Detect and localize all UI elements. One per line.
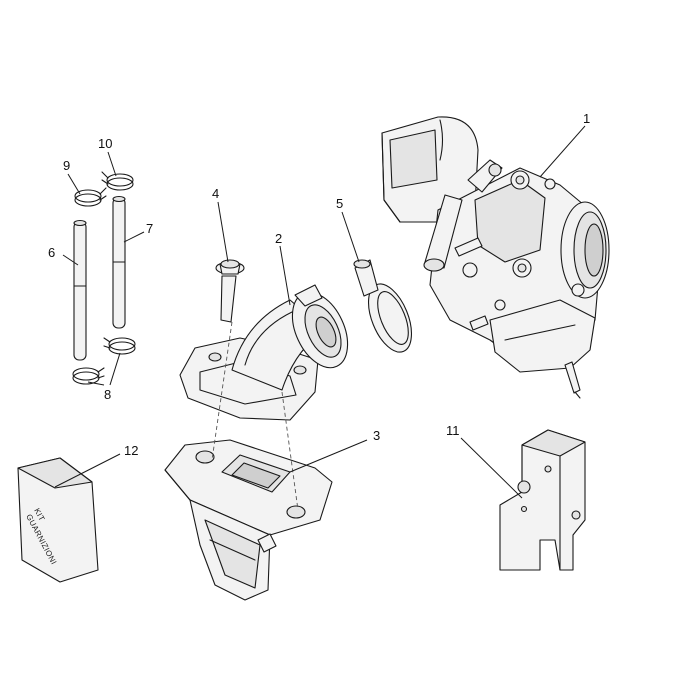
assembly-axes	[211, 321, 299, 511]
callout-7: 7	[146, 221, 153, 236]
callout-8: 8	[104, 387, 111, 402]
reed-valve	[164, 439, 333, 601]
support-bracket	[499, 429, 586, 571]
callout-11: 11	[446, 423, 460, 438]
hose-clip-9	[74, 187, 107, 207]
leader-lines	[54, 125, 586, 499]
callout-numbers: 1 2 3 4 5 6 7 8 9 10 11 12	[48, 111, 590, 458]
mounting-bolt	[215, 259, 245, 323]
hose-clip-8a	[72, 367, 105, 385]
callout-5: 5	[336, 196, 343, 211]
hose-6	[73, 219, 87, 361]
carburetor	[381, 116, 610, 399]
hose-clip-8b	[103, 337, 136, 355]
hose-clamp	[353, 259, 413, 353]
callout-4: 4	[212, 186, 219, 201]
callout-9: 9	[63, 158, 70, 173]
callout-12: 12	[124, 443, 138, 458]
callout-3: 3	[373, 428, 380, 443]
callout-2: 2	[275, 231, 282, 246]
callout-1: 1	[583, 111, 590, 126]
intake-manifold	[179, 284, 349, 421]
callout-10: 10	[98, 136, 112, 151]
hose-7	[112, 195, 126, 329]
hose-clip-10	[101, 171, 134, 191]
callout-6: 6	[48, 245, 55, 260]
gasket-kit-envelope: KIT GUARNIZIONI	[17, 457, 99, 583]
